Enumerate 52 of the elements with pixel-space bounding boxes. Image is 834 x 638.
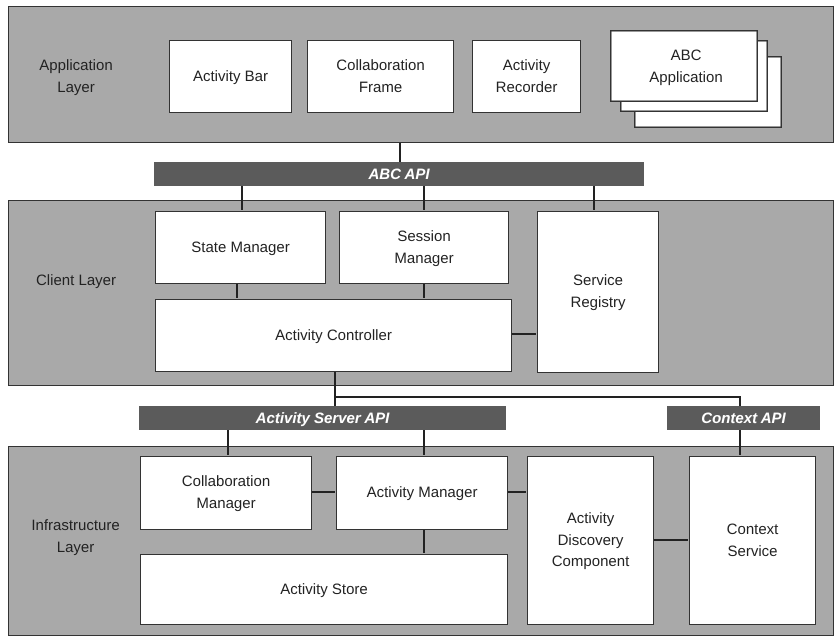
component-box xyxy=(689,456,816,625)
layer-label: Client Layer xyxy=(34,271,118,291)
component-label: Context Service xyxy=(726,520,780,562)
component-box xyxy=(339,211,509,284)
connector-line xyxy=(423,186,425,210)
component-label: Activity Store xyxy=(280,580,368,600)
component-box xyxy=(472,40,581,113)
component-label: Activity Controller xyxy=(275,326,392,346)
connector-line xyxy=(227,430,229,455)
layer-label: Application Layer xyxy=(38,56,114,98)
component-label: Activity Manager xyxy=(366,483,478,504)
api-bar xyxy=(139,406,506,430)
connector-line xyxy=(739,430,741,455)
component-box xyxy=(140,456,312,530)
connector-line xyxy=(236,283,238,298)
component-box xyxy=(155,299,512,372)
api-bar xyxy=(667,406,820,430)
layer-band xyxy=(8,200,834,386)
stacked-boxes xyxy=(610,30,782,128)
component-label: Activity Recorder xyxy=(494,56,558,98)
component-label: Collaboration Manager xyxy=(180,472,272,514)
api-label: Activity Server API xyxy=(256,410,390,426)
component-box xyxy=(336,456,508,530)
component-box xyxy=(140,554,508,625)
component-box xyxy=(537,211,659,373)
layer-band xyxy=(8,446,834,636)
layer-band xyxy=(8,6,834,143)
connector-line xyxy=(311,491,335,493)
connector-line xyxy=(511,333,536,335)
connector-line xyxy=(423,529,425,553)
component-label: Session Manager xyxy=(393,226,455,268)
connector-line xyxy=(593,186,595,210)
connector-line xyxy=(399,143,401,162)
api-label: ABC API xyxy=(368,166,430,182)
api-label: Context API xyxy=(701,410,786,426)
component-box xyxy=(169,40,292,113)
component-label: Activity Discovery Component xyxy=(550,508,630,572)
connector-line xyxy=(241,186,243,210)
connector-line xyxy=(423,430,425,455)
component-box xyxy=(307,40,454,113)
component-label: Collaboration Frame xyxy=(335,56,426,98)
component-label: Activity Bar xyxy=(192,66,268,87)
connector-line xyxy=(423,283,425,298)
component-label: ABC Application xyxy=(648,46,724,88)
component-box xyxy=(527,456,654,625)
component-label: State Manager xyxy=(191,238,290,258)
api-bar xyxy=(154,162,644,186)
layer-label: Infrastructure Layer xyxy=(30,516,121,558)
component-box xyxy=(155,211,326,284)
connector-line xyxy=(653,539,688,541)
component-label: Service Registry xyxy=(569,271,626,313)
connector-line xyxy=(507,491,526,493)
